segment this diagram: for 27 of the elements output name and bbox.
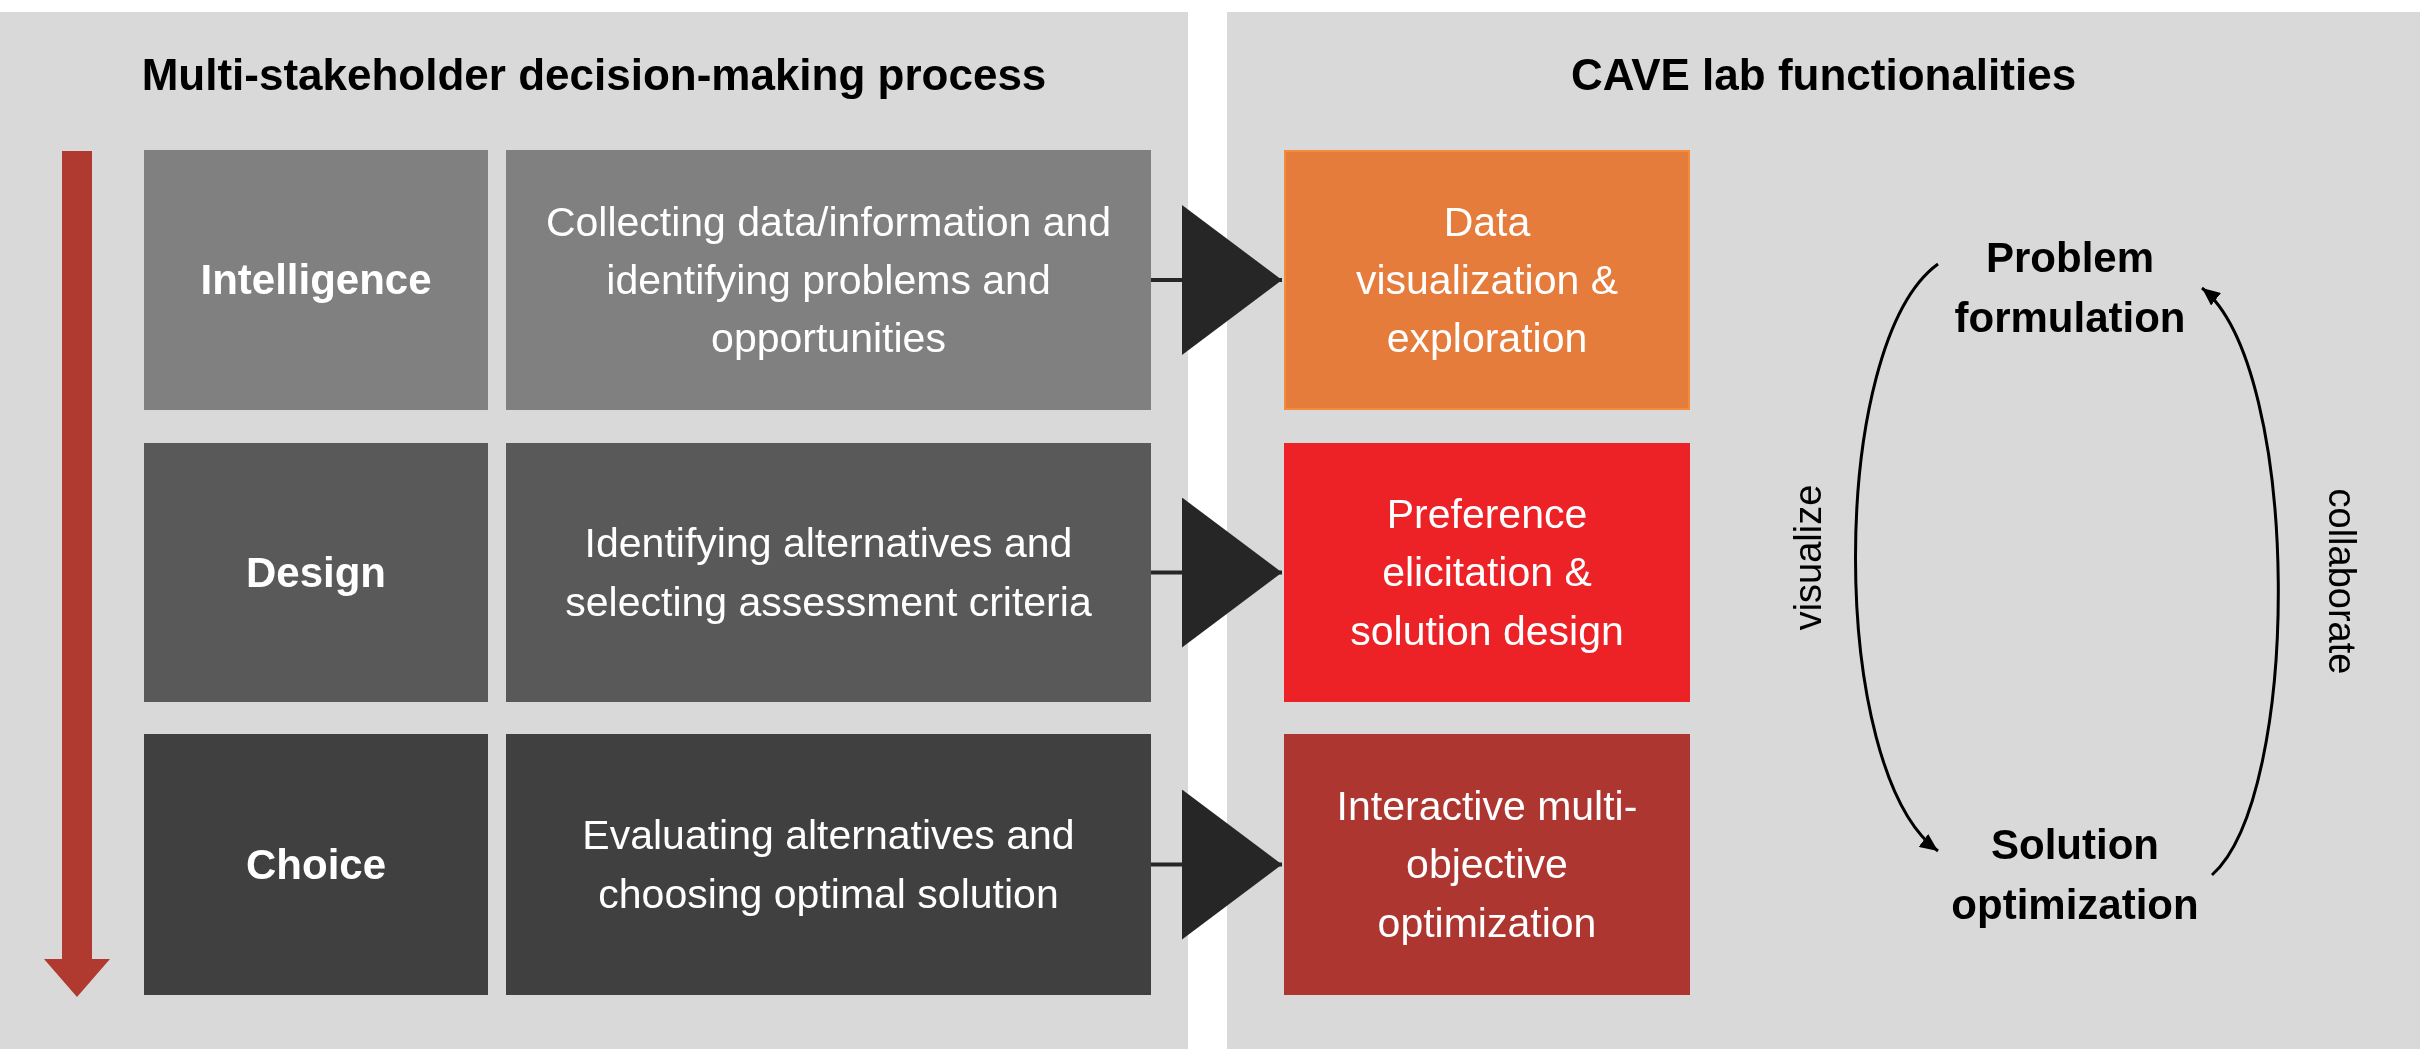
process-panel (0, 12, 1188, 1049)
box-text: Identifying alternatives and selecting assessment criteria (564, 519, 1093, 627)
stage-label: Choice (245, 839, 387, 890)
panel-title: CAVE lab functionalities (1569, 50, 2078, 100)
functionalities-panel (1227, 12, 2420, 1049)
box-text: Collecting data/information and identifying problems and opportunities (544, 197, 1113, 364)
phase-box (144, 734, 488, 995)
chevron-arrow (1151, 205, 1282, 355)
stage-label: Design (245, 547, 387, 598)
description-box (506, 443, 1151, 702)
functionality-box (1284, 150, 1690, 410)
chevron-arrow (1151, 789, 1282, 940)
box-text: Evaluating alternatives and choosing optimal solution (581, 811, 1076, 919)
description-box (506, 150, 1151, 410)
box-text: Data visualization & exploration (1354, 197, 1620, 364)
stage-label: Intelligence (199, 255, 433, 306)
description-box (506, 734, 1151, 995)
curved-arrow (1854, 262, 1940, 853)
functionality-box (1284, 734, 1690, 995)
box-text: Interactive multi-objective optimization (1335, 782, 1639, 948)
chevron-arrow (1151, 497, 1282, 648)
functionality-box (1284, 443, 1690, 702)
phase-box (144, 150, 488, 410)
panel-title: Multi-stakeholder decision-making process (140, 50, 1048, 100)
curved-arrow (2200, 287, 2280, 876)
phase-box (144, 443, 488, 702)
box-text: Preference elicitation & solution design (1349, 490, 1625, 656)
